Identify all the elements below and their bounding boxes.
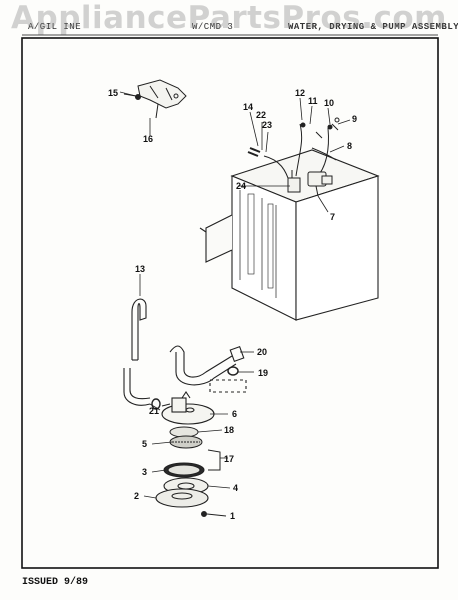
- hose-clamp: [227, 366, 239, 376]
- part-number: 14: [243, 102, 253, 112]
- part-number: 11: [308, 96, 318, 106]
- part-number: 5: [142, 439, 147, 449]
- part-number: 13: [135, 264, 145, 274]
- part-number: 17: [224, 454, 234, 464]
- pump-body: [161, 391, 215, 425]
- issue-date: ISSUED 9/89: [22, 577, 89, 588]
- water-valve: [307, 171, 333, 197]
- part-number-labels: 1 2 3 4 5 6 7 8 9 10 11 12 13 14 15 16 1…: [108, 88, 357, 521]
- part-number: 20: [257, 347, 267, 357]
- screw-1: [201, 511, 227, 517]
- part-number: 8: [347, 141, 352, 151]
- part-number: 22: [256, 110, 266, 120]
- part-number: 15: [108, 88, 118, 98]
- part-number: 19: [258, 368, 268, 378]
- part-number: 9: [352, 114, 357, 124]
- part-number: 24: [236, 181, 246, 191]
- part-number: 10: [324, 98, 334, 108]
- part-number: 16: [143, 134, 153, 144]
- part-number: 2: [134, 491, 139, 501]
- leader-lines: [119, 91, 351, 499]
- impeller-assembly: [169, 426, 203, 449]
- drain-hose: [123, 298, 151, 406]
- part-number: 4: [233, 483, 238, 493]
- header-brand: A/GIL INE: [28, 22, 82, 32]
- washer-cabinet: [199, 149, 380, 321]
- bracket-17: [207, 449, 221, 471]
- pump-cover: [163, 462, 209, 495]
- bracket-assembly: [123, 79, 187, 119]
- drain-clamp: [151, 398, 161, 410]
- diagram-frame: [21, 37, 439, 569]
- hose-fitting: [287, 170, 301, 193]
- part-number: 3: [142, 467, 147, 477]
- fill-hoses: [247, 117, 340, 185]
- part-number: 1: [230, 511, 235, 521]
- part-number: 21: [149, 406, 159, 416]
- part-number: 23: [262, 120, 272, 130]
- part-number: 18: [224, 425, 234, 435]
- header-model: W/CMD 3: [192, 22, 234, 32]
- part-number: 12: [295, 88, 305, 98]
- part-number: 6: [232, 409, 237, 419]
- pump-base: [155, 488, 209, 508]
- part-number: 7: [330, 212, 335, 222]
- pump-hose: [169, 345, 247, 393]
- header-title: WATER, DRYING & PUMP ASSEMBLY: [288, 22, 458, 32]
